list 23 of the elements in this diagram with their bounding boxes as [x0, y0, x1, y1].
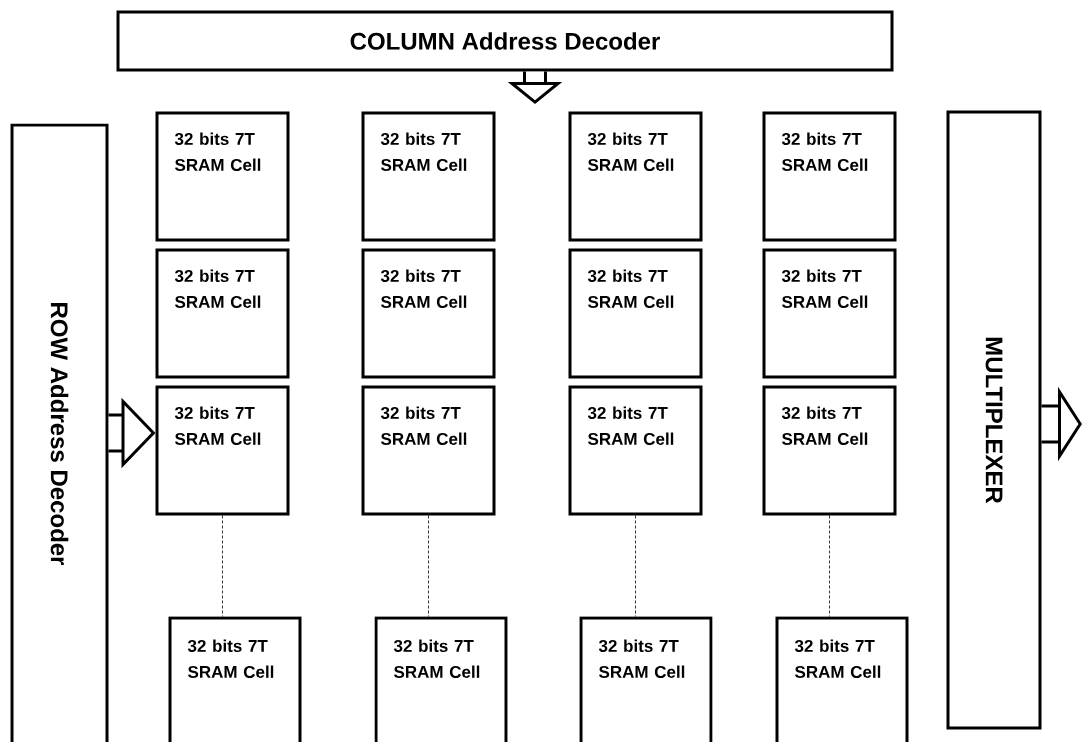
memory-cell-box: 32 bits 7T SRAM Cell [568, 385, 703, 516]
memory-cell-box: 32 bits 7T SRAM Cell [361, 248, 496, 379]
decoder-box: ROW Address Decoder [10, 123, 109, 742]
memory-cell-box: 32 bits 7T SRAM Cell [568, 111, 703, 242]
memory-cell-box: 32 bits 7T SRAM Cell [762, 111, 897, 242]
memory-cell-box: 32 bits 7T SRAM Cell [762, 248, 897, 379]
memory-cell-box: 32 bits 7T SRAM Cell [775, 616, 909, 742]
decoder-box: COLUMN Address Decoder [116, 10, 894, 72]
connector-line [222, 515, 223, 617]
connector-line [428, 515, 429, 617]
memory-cell-box: 32 bits 7T SRAM Cell [168, 616, 302, 742]
memory-cell-box: 32 bits 7T SRAM Cell [361, 385, 496, 516]
memory-cell-box: 32 bits 7T SRAM Cell [579, 616, 713, 742]
memory-cell-box: 32 bits 7T SRAM Cell [361, 111, 496, 242]
memory-cell-box: 32 bits 7T SRAM Cell [374, 616, 508, 742]
multiplexer-box: MULTIPLEXER [946, 110, 1042, 730]
memory-cell-box: 32 bits 7T SRAM Cell [568, 248, 703, 379]
memory-cell-box: 32 bits 7T SRAM Cell [155, 248, 290, 379]
connector-line [829, 515, 830, 617]
memory-cell-box: 32 bits 7T SRAM Cell [762, 385, 897, 516]
memory-cell-box: 32 bits 7T SRAM Cell [155, 111, 290, 242]
memory-cell-box: 32 bits 7T SRAM Cell [155, 385, 290, 516]
connector-line [635, 515, 636, 617]
